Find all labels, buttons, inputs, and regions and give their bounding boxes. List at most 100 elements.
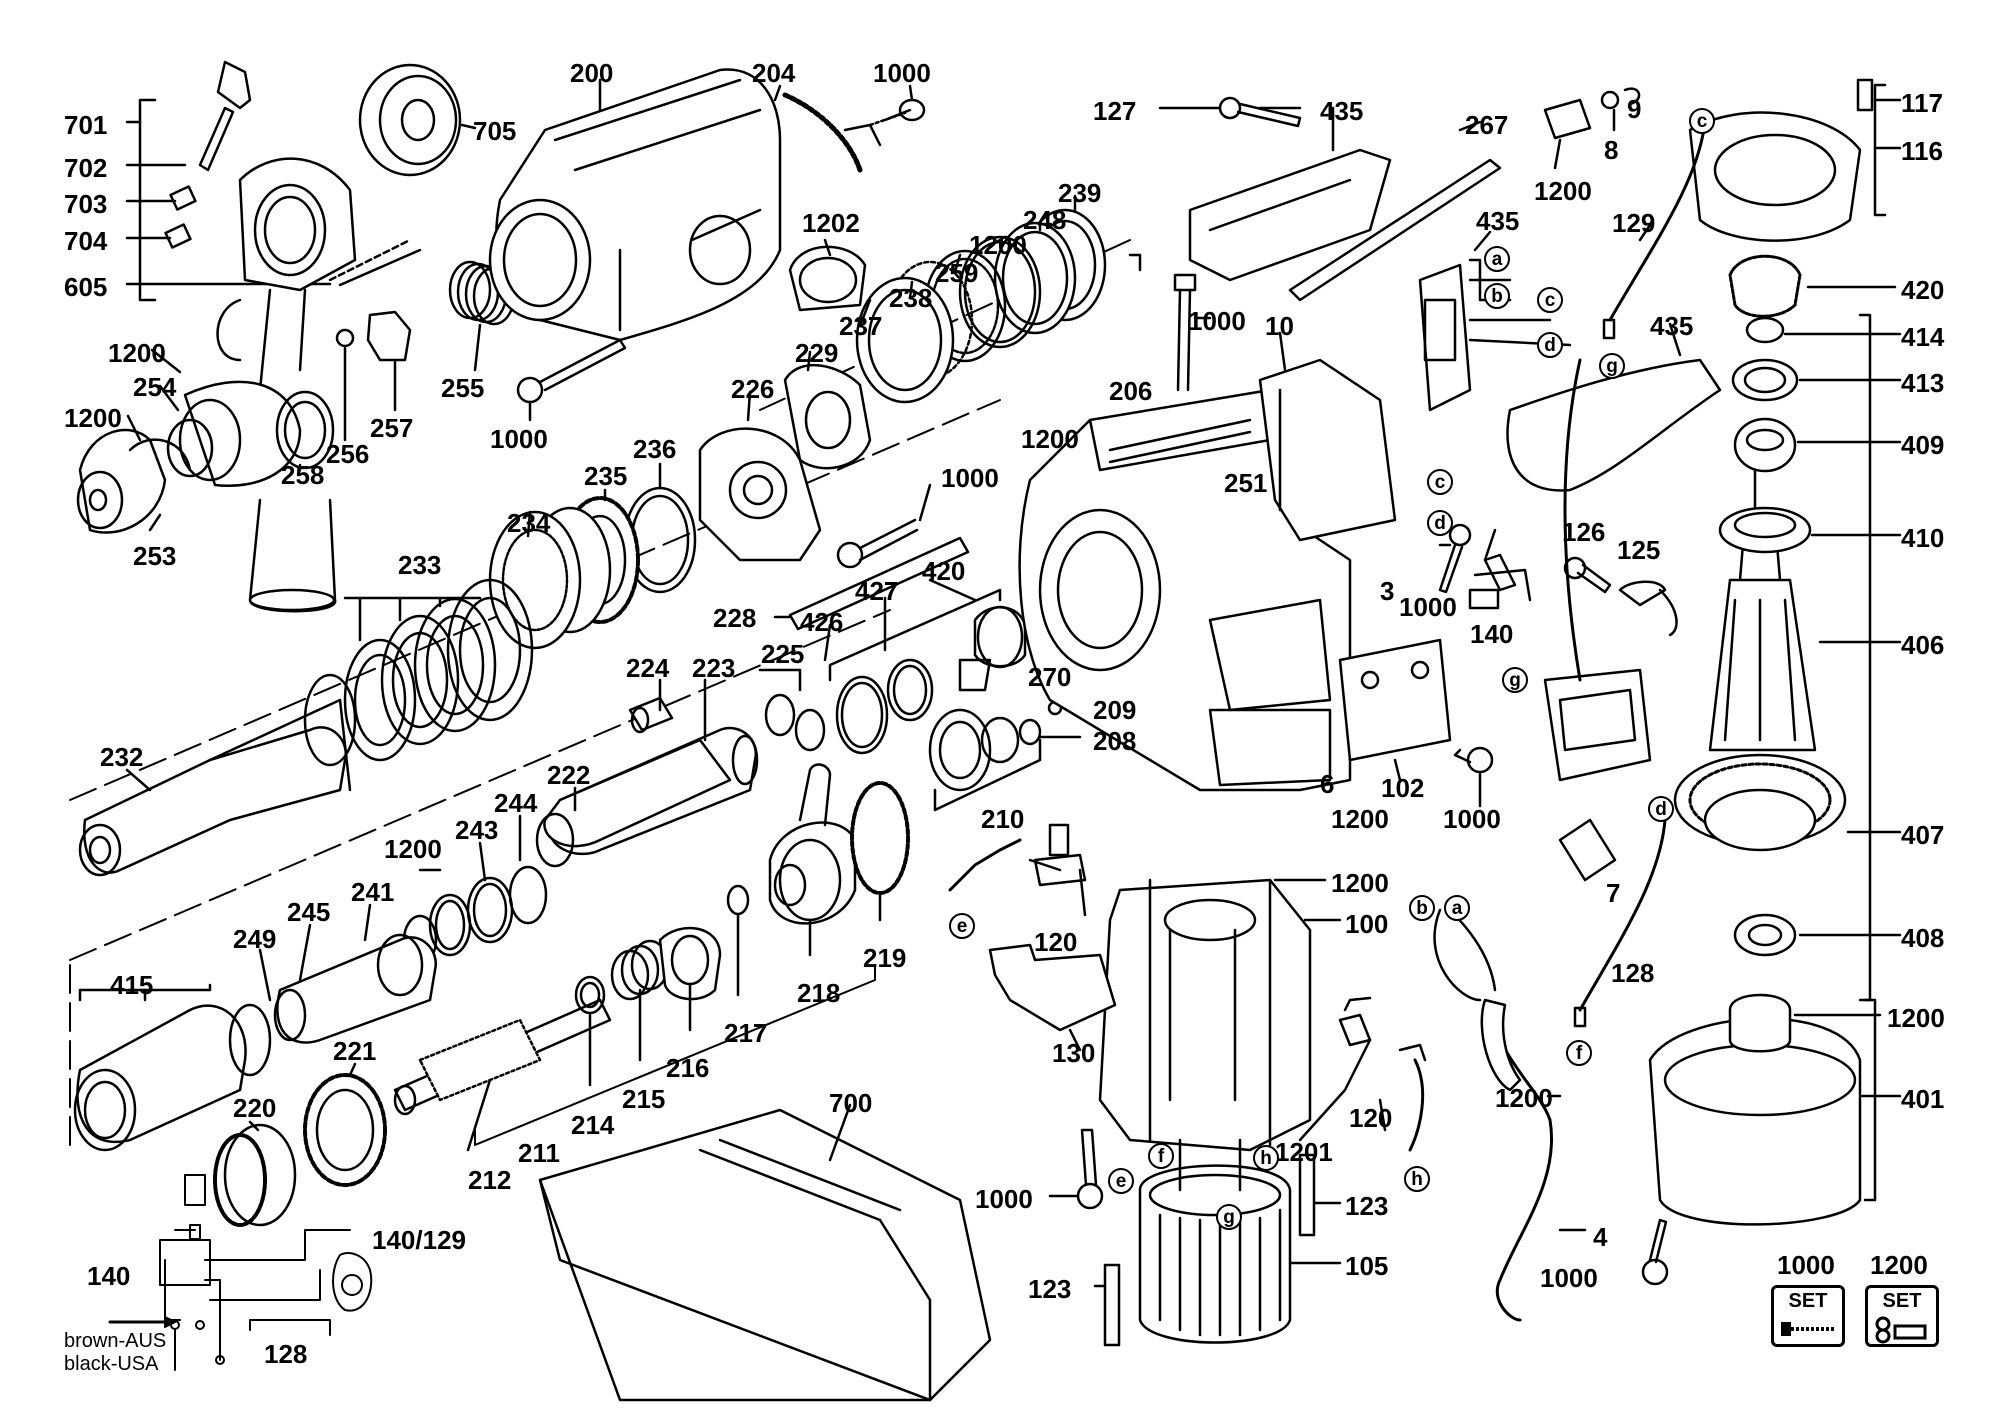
switch-block-g <box>1543 358 1652 882</box>
field-housing-100 <box>1098 878 1342 1152</box>
part-label-p243: 243 <box>455 815 499 845</box>
part-label-p228: 228 <box>713 603 757 633</box>
part-label-p210: 210 <box>981 804 1025 834</box>
connector-marker-ld3: d <box>1648 796 1674 822</box>
side-handle-435 <box>1506 322 1722 492</box>
part-label-p1000c: 1000 <box>1188 306 1246 336</box>
part-label-p216: 216 <box>666 1053 710 1083</box>
bearing-210 <box>928 700 1082 812</box>
connector-marker-lh1: h <box>1253 1145 1279 1171</box>
spindle-232 <box>78 578 534 877</box>
fan-cover-116 <box>1688 78 1902 242</box>
part-label-p409: 409 <box>1901 430 1945 460</box>
part-label-p140_129: 140/129 <box>372 1225 466 1255</box>
part-label-p140a: 140 <box>1470 619 1514 649</box>
part-label-p123b: 123 <box>1028 1274 1072 1304</box>
part-label-pset1200: 1200 <box>1870 1250 1928 1280</box>
part-label-p705: 705 <box>473 116 517 146</box>
part-label-p126: 126 <box>1562 517 1606 547</box>
long-screw-1000 <box>1173 273 1212 392</box>
part-label-p254: 254 <box>133 372 177 402</box>
part-label-p270: 270 <box>1028 662 1072 692</box>
part-label-p257: 257 <box>370 413 414 443</box>
part-label-p413: 413 <box>1901 368 1945 398</box>
carrying-case-700 <box>538 1103 992 1402</box>
part-label-p1200a: 1200 <box>108 338 166 368</box>
part-label-p10: 10 <box>1265 311 1294 341</box>
screw-1000-housing <box>516 338 627 422</box>
part-label-p702: 702 <box>64 153 108 183</box>
connector-marker-lg3: g <box>1216 1204 1242 1230</box>
connector-marker-lf1: f <box>1566 1040 1592 1066</box>
small-shaft-parts <box>574 884 750 1087</box>
part-label-p420b: 420 <box>922 556 966 586</box>
part-label-p206: 206 <box>1109 376 1153 406</box>
part-label-p105: 105 <box>1345 1251 1389 1281</box>
side-handle <box>216 298 337 613</box>
part-label-p222: 222 <box>547 760 591 790</box>
connector-marker-lc1: c <box>1537 287 1563 313</box>
connector-marker-lb2: b <box>1409 895 1435 921</box>
part-label-p232: 232 <box>100 742 144 772</box>
part-label-p215: 215 <box>622 1084 666 1114</box>
part-label-p233: 233 <box>398 550 442 580</box>
part-label-p125: 125 <box>1617 535 1661 565</box>
part-label-p1000b: 1000 <box>873 58 931 88</box>
brush-120-1201 <box>1298 996 1427 1152</box>
switch-assembly <box>1418 230 1572 412</box>
part-label-p253: 253 <box>133 541 177 571</box>
part-label-p1200e: 1200 <box>1887 1003 1945 1033</box>
screw-1000-plate <box>836 483 932 569</box>
part-label-p1200i: 1200 <box>1331 868 1389 898</box>
connector-marker-ld1: d <box>1537 332 1563 358</box>
cable-128 <box>1573 818 1667 1028</box>
gear-235 <box>488 462 697 650</box>
part-label-p129: 129 <box>1612 208 1656 238</box>
cap-705 <box>358 63 477 177</box>
bearing-rings-stack <box>855 194 1142 404</box>
part-label-p100: 100 <box>1345 909 1389 939</box>
part-label-p221: 221 <box>333 1036 377 1066</box>
part-label-p1000f: 1000 <box>1443 804 1501 834</box>
part-label-p235: 235 <box>584 461 628 491</box>
part-label-p225: 225 <box>761 639 805 669</box>
part-label-p1202: 1202 <box>802 208 860 238</box>
part-label-p4: 4 <box>1593 1222 1608 1252</box>
armature-bearings <box>1718 254 1902 1002</box>
part-label-p219: 219 <box>863 943 907 973</box>
set-label: SET <box>1788 1290 1828 1312</box>
part-label-p127: 127 <box>1093 96 1137 126</box>
connector-marker-la1: a <box>1484 246 1510 272</box>
part-label-p259: 259 <box>935 258 979 288</box>
rear-handle-435 <box>1188 106 1397 542</box>
screw-1000-bottom <box>1048 1128 1104 1210</box>
connector-marker-ld2: d <box>1427 510 1453 536</box>
part-label-p1200c: 1200 <box>1534 176 1592 206</box>
bearing-plates <box>698 350 872 562</box>
part-label-p245: 245 <box>287 897 331 927</box>
screw-set-icon <box>1781 1322 1835 1336</box>
brush-140 <box>1438 528 1532 610</box>
connector-marker-la2: a <box>1444 895 1470 921</box>
part-label-p200: 200 <box>570 58 614 88</box>
connector-marker-lb1: b <box>1484 283 1510 309</box>
part-label-p700: 700 <box>829 1088 873 1118</box>
connector-marker-lc2: c <box>1689 108 1715 134</box>
screws-126-125 <box>1563 556 1678 637</box>
part-label-p249: 249 <box>233 924 277 954</box>
part-label-p258: 258 <box>281 460 325 490</box>
cover-102 <box>1338 638 1452 782</box>
part-label-p1200f: 1200 <box>1021 424 1079 454</box>
part-label-p1000e: 1000 <box>1399 592 1457 622</box>
clip-204 <box>773 84 926 173</box>
part-label-p1000d: 1000 <box>941 463 999 493</box>
part-label-p1200h: 1200 <box>1331 804 1389 834</box>
part-label-p229: 229 <box>795 338 839 368</box>
part-label-p212: 212 <box>468 1165 512 1195</box>
part-label-p435a: 435 <box>1320 96 1364 126</box>
part-label-p420a: 420 <box>1901 275 1945 305</box>
connector-marker-le1: e <box>949 913 975 939</box>
part-label-p128b: 128 <box>264 1339 308 1369</box>
gear-housing-200 <box>488 68 782 342</box>
